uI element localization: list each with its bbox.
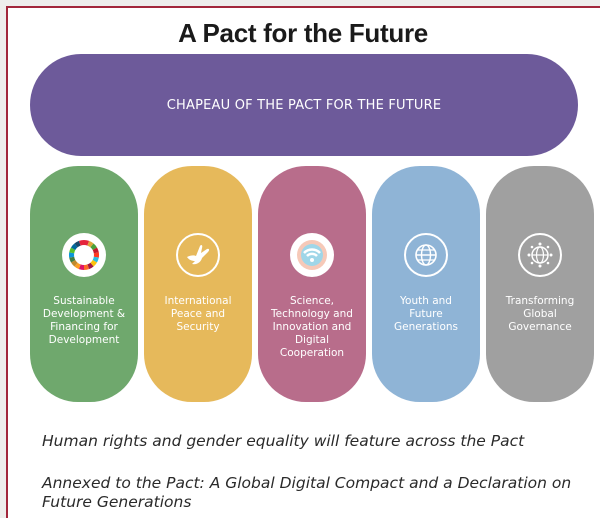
pillar-sustainable-development: Sustainable Development & Financing for … [30,166,138,402]
pact-card: A Pact for the Future CHAPEAU OF THE PAC… [6,6,600,518]
chapeau-label: CHAPEAU OF THE PACT FOR THE FUTURE [166,97,442,113]
globe-icon [404,233,448,277]
annexed-note: Annexed to the Pact: A Global Digital Co… [42,474,572,511]
page-title: A Pact for the Future [178,18,428,48]
pillar-youth-future: Youth and Future Generations [372,166,480,402]
pillar-label: Science, Technology and Innovation and D… [271,295,353,359]
sdg-wheel-icon [62,233,106,277]
pillar-label: Sustainable Development & Financing for … [42,295,126,346]
pillar-label: Transforming Global Governance [505,295,575,333]
pillar-science-technology: Science, Technology and Innovation and D… [258,166,366,402]
chapeau-banner: CHAPEAU OF THE PACT FOR THE FUTURE [30,54,578,156]
pillar-label: Youth and Future Generations [393,295,459,333]
human-rights-note: Human rights and gender equality will fe… [42,432,525,450]
pillar-peace-security: International Peace and Security [144,166,252,402]
pillar-global-governance: Transforming Global Governance [486,166,594,402]
globe-network-icon [518,233,562,277]
wifi-icon [290,233,334,277]
pillar-label: International Peace and Security [164,295,232,333]
peace-dove-icon [176,233,220,277]
